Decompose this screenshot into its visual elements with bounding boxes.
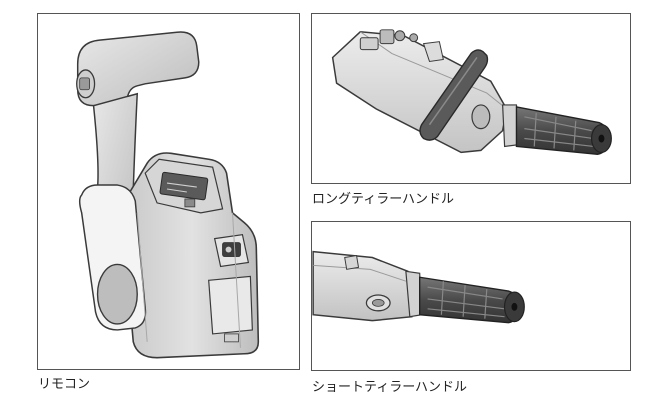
remote-control-illustration bbox=[76, 31, 260, 359]
remote-display-panel bbox=[159, 171, 209, 201]
long-tiller-figure bbox=[311, 13, 631, 184]
remote-lower-cover bbox=[208, 275, 253, 335]
remote-lever-grip bbox=[76, 31, 200, 107]
remote-control-figure bbox=[37, 13, 300, 370]
short-tiller-arm bbox=[312, 250, 413, 322]
long-tiller-lever bbox=[419, 49, 489, 141]
long-tiller-illustration bbox=[331, 29, 612, 156]
remote-lever-pivot bbox=[96, 263, 138, 325]
remote-switch-button bbox=[222, 242, 241, 257]
remote-control-caption: リモコン bbox=[38, 377, 91, 392]
short-tiller-illustration bbox=[312, 250, 525, 324]
short-tiller-caption: ショートティラーハンドル bbox=[312, 380, 467, 395]
long-tiller-switch bbox=[359, 37, 379, 51]
long-tiller-caption: ロングティラーハンドル bbox=[312, 192, 454, 207]
short-tiller-figure bbox=[311, 221, 631, 371]
